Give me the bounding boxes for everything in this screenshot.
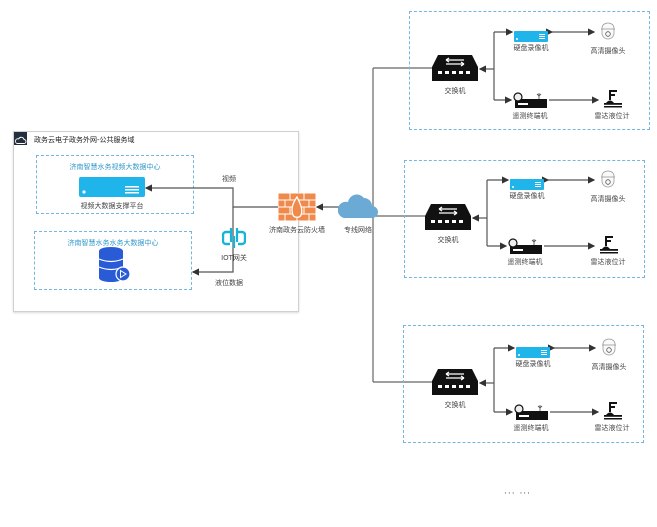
- firewall-label: 济南政务云防火墙: [269, 226, 325, 234]
- nvr-label: 硬盘录像机: [513, 44, 549, 52]
- camera-label: 高清摄像头: [590, 195, 626, 203]
- radar-level-gauge-icon[interactable]: [604, 402, 622, 420]
- switch-icon[interactable]: [432, 369, 478, 395]
- telemetry-terminal-icon[interactable]: [514, 404, 548, 420]
- network-cloud-icon[interactable]: [337, 193, 378, 219]
- video-platform-label: 视频大数据支撑平台: [80, 202, 144, 210]
- radar-level-gauge-icon[interactable]: [604, 90, 622, 108]
- more-sites-ellipsis: ··· ···: [504, 489, 532, 499]
- radar-label: 雷达液位计: [594, 424, 630, 432]
- video-data-center: [36, 155, 194, 214]
- water-data-center: [34, 231, 192, 290]
- level-link-label: 液位数据: [215, 279, 243, 287]
- video-center-title: 济南智慧水务视频大数据中心: [69, 163, 161, 171]
- cloud-badge: [14, 132, 27, 145]
- radar-label: 雷达液位计: [594, 112, 630, 120]
- field-site: [403, 325, 644, 443]
- network-label: 专线网络: [344, 226, 372, 234]
- switch-icon[interactable]: [432, 55, 478, 81]
- firewall-icon[interactable]: [277, 192, 317, 222]
- database-icon[interactable]: [97, 246, 131, 284]
- iot-gateway-label: IOT网关: [221, 254, 247, 262]
- video-link-label: 视频: [222, 175, 236, 183]
- video-platform-server-icon[interactable]: [79, 177, 145, 197]
- water-center-title: 济南智慧水务水务大数据中心: [67, 239, 159, 247]
- public-service-domain: 政务云电子政务外网-公共服务域: [13, 131, 299, 312]
- nvr-label: 硬盘录像机: [509, 192, 545, 200]
- telemetry-terminal-icon[interactable]: [513, 92, 547, 108]
- radar-level-gauge-icon[interactable]: [600, 236, 618, 254]
- level-link: [191, 207, 234, 276]
- rtu-label: 遥测终端机: [513, 424, 549, 432]
- video-link: [144, 184, 278, 208]
- switch-label: 交换机: [444, 401, 466, 409]
- switch-label: 交换机: [437, 236, 459, 244]
- iot-gateway-icon[interactable]: [221, 226, 247, 250]
- hd-camera-icon[interactable]: [598, 22, 618, 42]
- field-site: [409, 11, 650, 130]
- camera-label: 高清摄像头: [590, 47, 626, 55]
- camera-label: 高清摄像头: [591, 363, 627, 371]
- switch-icon[interactable]: [425, 204, 471, 230]
- rtu-label: 遥测终端机: [507, 258, 543, 266]
- nvr-recorder-icon[interactable]: [510, 175, 544, 190]
- nvr-label: 硬盘录像机: [515, 360, 551, 368]
- switch-label: 交换机: [444, 87, 466, 95]
- rtu-label: 遥测终端机: [512, 112, 548, 120]
- hd-camera-icon[interactable]: [599, 338, 619, 358]
- radar-label: 雷达液位计: [590, 258, 626, 266]
- cloud-icon: [14, 136, 27, 144]
- nvr-recorder-icon[interactable]: [516, 343, 550, 358]
- telemetry-terminal-icon[interactable]: [508, 238, 542, 254]
- domain-title: 政务云电子政务外网-公共服务域: [34, 136, 135, 144]
- nvr-recorder-icon[interactable]: [514, 27, 548, 42]
- field-site: [404, 160, 645, 278]
- hd-camera-icon[interactable]: [598, 170, 618, 190]
